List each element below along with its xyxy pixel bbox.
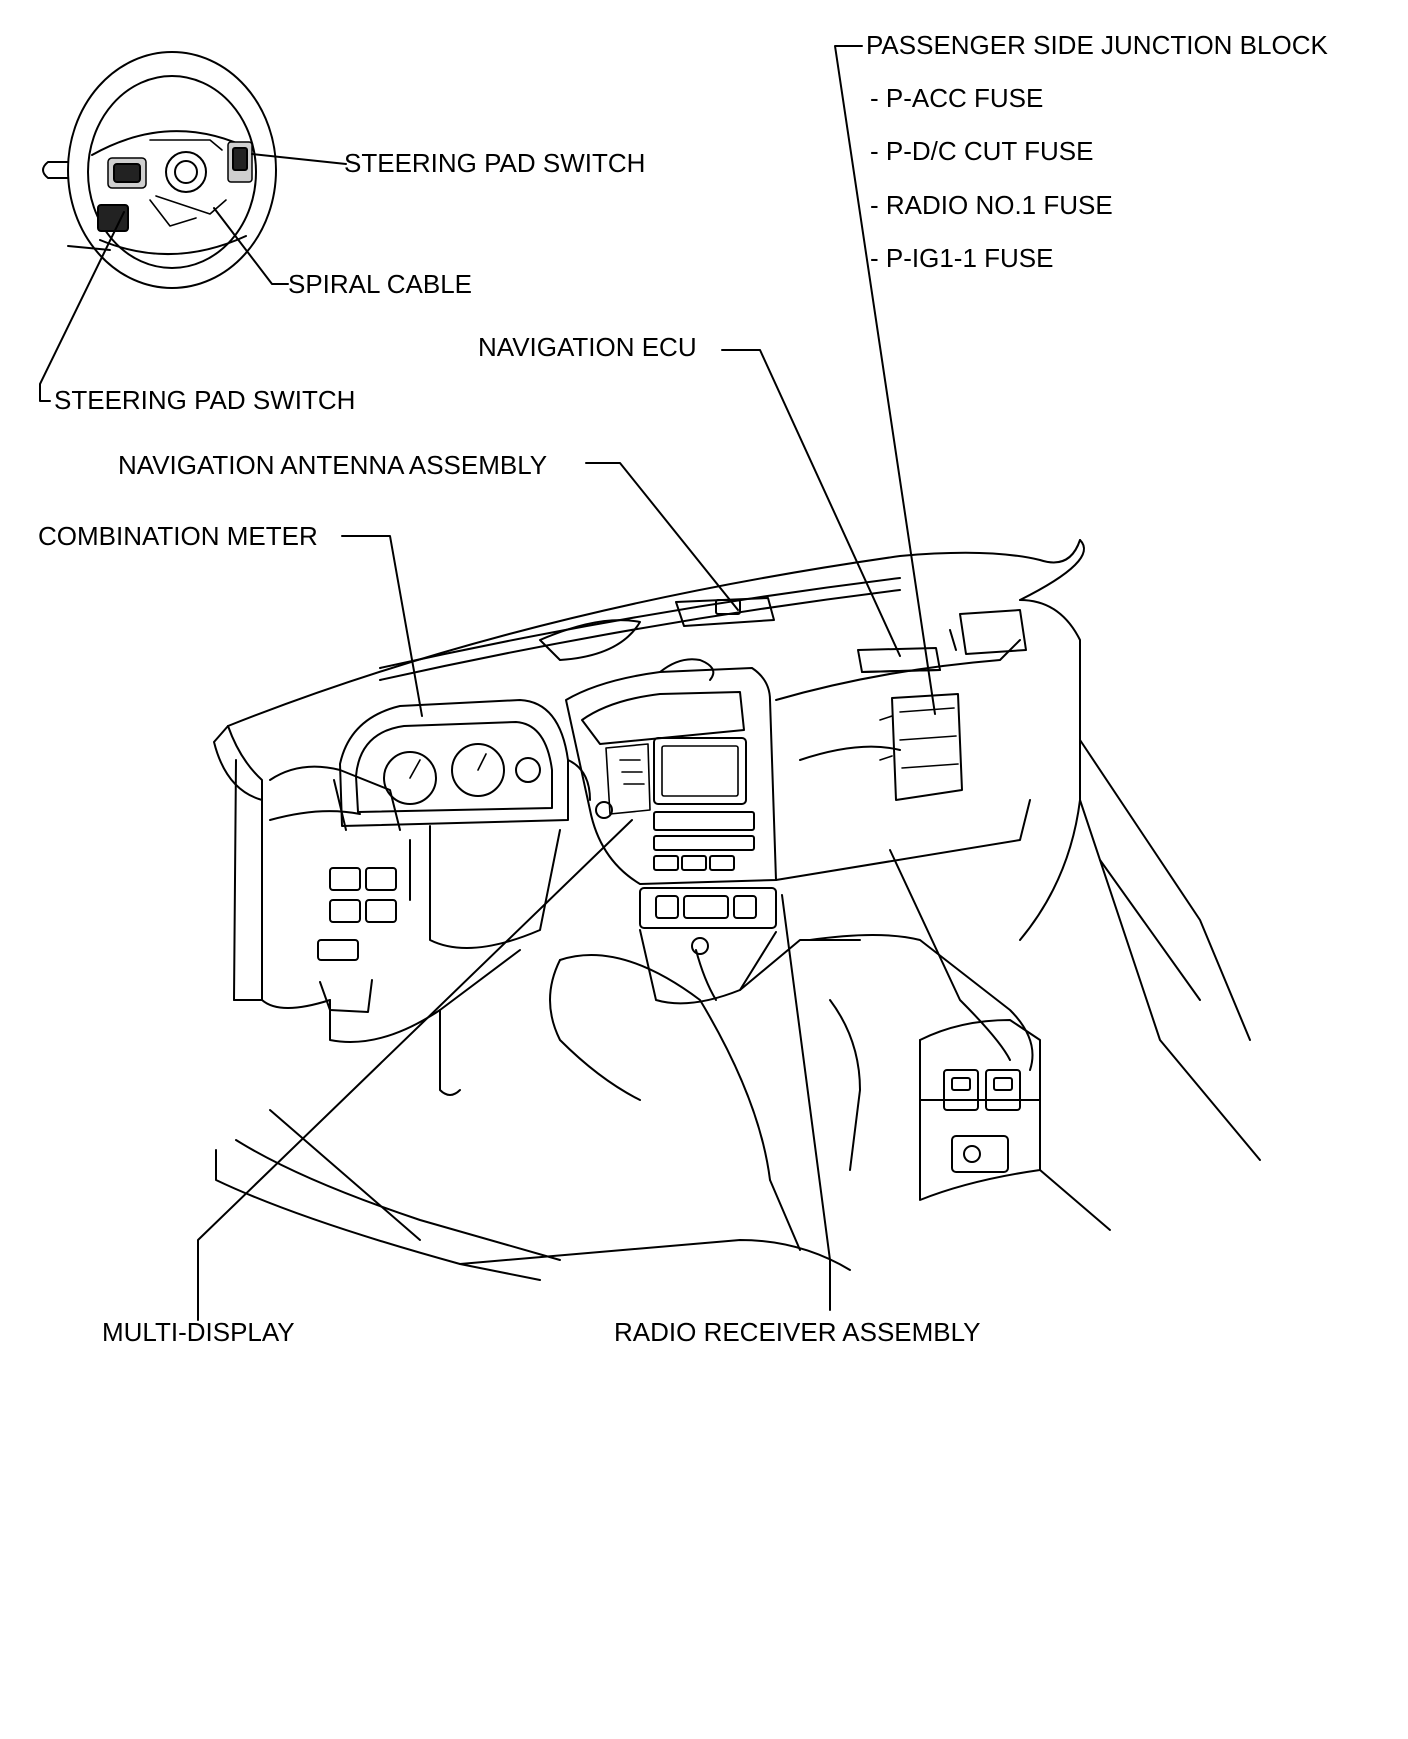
label-steering-pad-switch-lower: STEERING PAD SWITCH xyxy=(54,385,356,415)
label-navigation-ecu: NAVIGATION ECU xyxy=(478,332,697,362)
label-navigation-antenna-assembly: NAVIGATION ANTENNA ASSEMBLY xyxy=(118,450,548,480)
label-steering-pad-switch-upper: STEERING PAD SWITCH xyxy=(344,148,646,178)
dashboard-illustration xyxy=(213,539,1261,1281)
label-multi-display: MULTI-DISPLAY xyxy=(102,1317,295,1347)
label-radio-no1-fuse: - RADIO NO.1 FUSE xyxy=(870,190,1113,220)
label-radio-receiver-assembly: RADIO RECEIVER ASSEMBLY xyxy=(614,1317,981,1347)
label-p-acc-fuse: - P-ACC FUSE xyxy=(870,83,1044,113)
label-spiral-cable: SPIRAL CABLE xyxy=(288,269,473,299)
label-p-ig1-1-fuse: - P-IG1-1 FUSE xyxy=(870,243,1054,273)
steering-wheel-illustration xyxy=(42,51,277,289)
label-p-dc-cut-fuse: - P-D/C CUT FUSE xyxy=(870,136,1094,166)
label-passenger-side-junction-block: PASSENGER SIDE JUNCTION BLOCK xyxy=(866,30,1328,60)
label-combination-meter: COMBINATION METER xyxy=(38,521,318,551)
leader-lines xyxy=(39,45,936,1321)
